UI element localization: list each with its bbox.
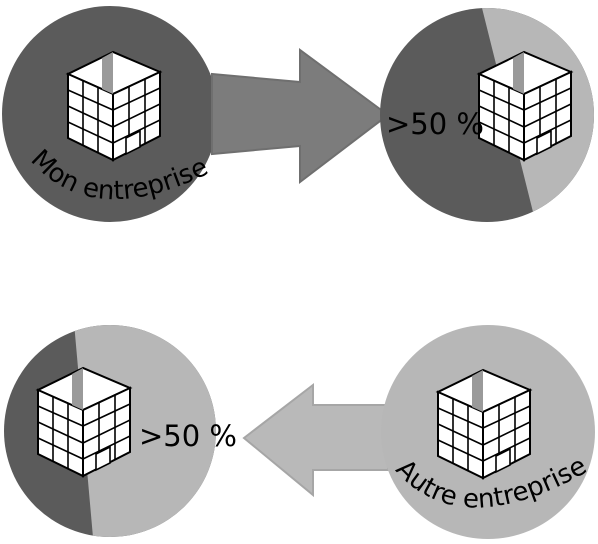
building-icon <box>67 51 161 161</box>
arrow-left-icon <box>242 382 389 498</box>
building-icon <box>37 367 131 477</box>
building-icon <box>437 369 531 479</box>
company-circle-bottom-right: Autre entreprise <box>381 325 595 539</box>
company-circle-top-right: >50 % <box>380 8 594 222</box>
company-circle-bottom-left: >50 % <box>4 325 237 537</box>
company-circle-top-left: Mon entreprise <box>2 6 218 222</box>
ownership-percent-label: >50 % <box>139 419 237 453</box>
ownership-percent-label: >50 % <box>386 107 484 141</box>
arrow-right-icon <box>211 48 390 185</box>
building-icon <box>478 51 572 161</box>
